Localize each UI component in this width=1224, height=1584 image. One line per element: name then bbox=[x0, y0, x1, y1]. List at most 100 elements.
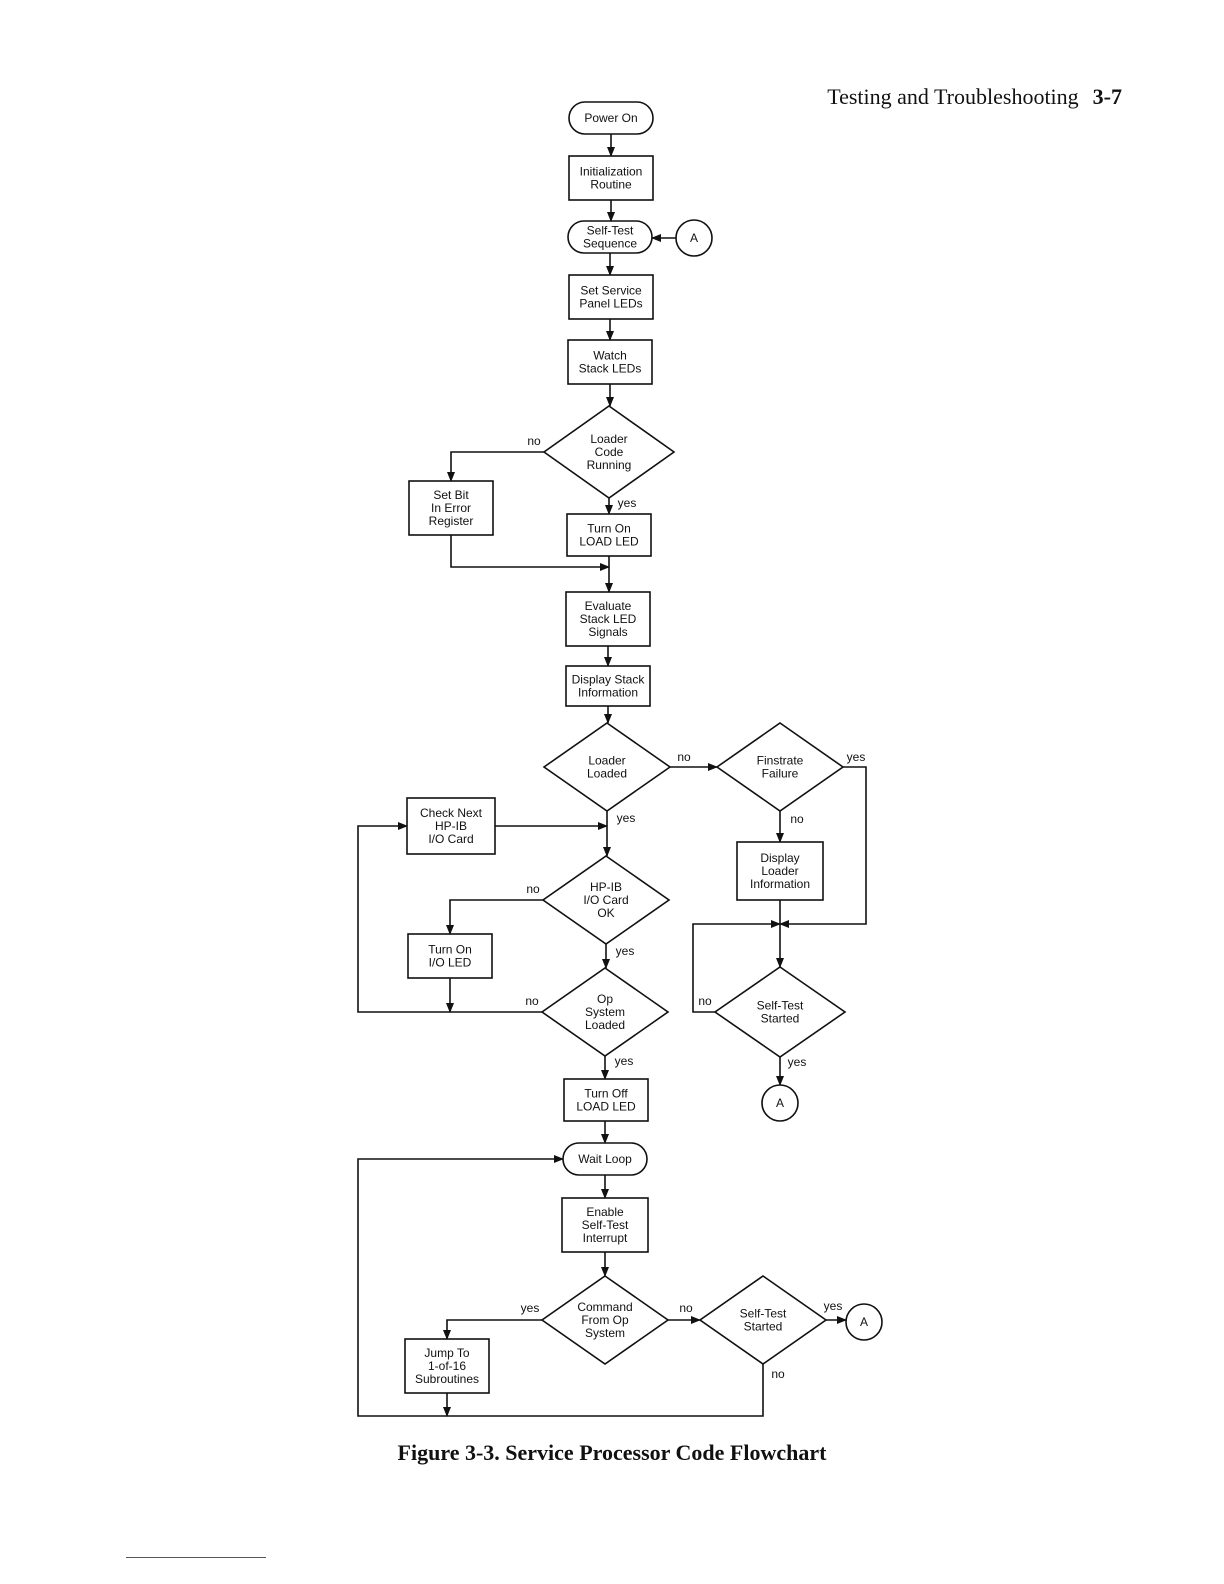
loader-running-decision bbox=[542, 405, 676, 499]
flow-edge bbox=[446, 899, 543, 935]
flow-edge bbox=[357, 1155, 764, 1417]
section-title: Testing and Troubleshooting bbox=[827, 84, 1079, 109]
loader-running-text: Loader bbox=[590, 432, 627, 446]
watch-stack-box bbox=[567, 339, 653, 385]
loader-running-text: Running bbox=[587, 458, 632, 472]
edge-label-yes: yes bbox=[615, 1054, 634, 1068]
set-bit-text: Set Bit bbox=[433, 488, 469, 502]
flow-edge bbox=[357, 822, 542, 1013]
evaluate-text: Stack LED bbox=[580, 612, 637, 626]
figure-caption: Figure 3-3. Service Processor Code Flowc… bbox=[397, 1440, 827, 1465]
enable-interrupt-text: Interrupt bbox=[583, 1231, 628, 1245]
hpib-ok-text: I/O Card bbox=[583, 893, 628, 907]
check-next-text: I/O Card bbox=[428, 832, 473, 846]
flow-edge bbox=[443, 1319, 542, 1340]
command-from-op-text: System bbox=[585, 1326, 625, 1340]
self-test-seq-text: Sequence bbox=[583, 237, 637, 251]
display-stack-box bbox=[565, 665, 651, 707]
display-loader-box bbox=[736, 841, 824, 901]
display-loader-text: Display bbox=[760, 851, 799, 865]
flow-edge bbox=[450, 535, 610, 571]
edge-label-no: no bbox=[771, 1367, 785, 1381]
edge-label-yes: yes bbox=[788, 1055, 807, 1069]
power-on-text: Power On bbox=[584, 111, 637, 125]
turn-off-load-text: LOAD LED bbox=[576, 1100, 636, 1114]
set-service-box bbox=[568, 274, 654, 320]
edge-label-yes: yes bbox=[824, 1299, 843, 1313]
self-test-seq-text: Self-Test bbox=[587, 224, 634, 238]
check-next-text: Check Next bbox=[420, 806, 483, 820]
edge-label-yes: yes bbox=[618, 496, 637, 510]
check-next-box bbox=[406, 797, 496, 855]
turn-off-load-text: Turn Off bbox=[584, 1087, 628, 1101]
edge-label-no: no bbox=[525, 994, 539, 1008]
wait-loop-text: Wait Loop bbox=[578, 1152, 632, 1166]
enable-interrupt-text: Self-Test bbox=[582, 1218, 629, 1232]
edge-label-no: no bbox=[790, 812, 804, 826]
edge-label-yes: yes bbox=[617, 811, 636, 825]
loader-loaded-text: Loaded bbox=[587, 767, 627, 781]
self-test-started-2-text: Started bbox=[744, 1320, 783, 1334]
edge-label-no: no bbox=[679, 1301, 693, 1315]
turn-on-io-text: Turn On bbox=[428, 943, 472, 957]
self-test-started-2-decision bbox=[698, 1275, 828, 1365]
init-box bbox=[568, 155, 654, 201]
edge-label-no: no bbox=[527, 434, 541, 448]
edge-label-yes: yes bbox=[847, 750, 866, 764]
page-number: 3-7 bbox=[1092, 84, 1122, 109]
evaluate-text: Evaluate bbox=[585, 599, 632, 613]
hpib-ok-text: HP-IB bbox=[590, 880, 622, 894]
connector-a-label: A bbox=[776, 1096, 784, 1110]
set-service-text: Set Service bbox=[580, 284, 642, 298]
display-stack-text: Display Stack bbox=[572, 673, 646, 687]
evaluate-box bbox=[565, 591, 651, 647]
self-test-started-1-text: Started bbox=[761, 1012, 800, 1026]
command-from-op-decision bbox=[540, 1275, 670, 1365]
op-loaded-decision bbox=[540, 967, 670, 1057]
edge-label-no: no bbox=[698, 994, 712, 1008]
turn-on-load-text: LOAD LED bbox=[579, 535, 639, 549]
set-bit-box bbox=[408, 480, 494, 536]
turn-off-load-box bbox=[563, 1078, 649, 1122]
wait-loop-terminal bbox=[562, 1142, 648, 1176]
jump-to-text: 1-of-16 bbox=[428, 1359, 466, 1373]
edge-label-yes: yes bbox=[616, 944, 635, 958]
turn-on-io-box bbox=[407, 933, 493, 979]
loader-loaded-decision bbox=[542, 722, 672, 812]
flow-edge bbox=[779, 766, 867, 928]
set-bit-text: Register bbox=[429, 514, 474, 528]
footer-rule bbox=[126, 1557, 266, 1558]
finstrate-text: Finstrate bbox=[757, 754, 804, 768]
self-test-started-1-decision bbox=[713, 966, 847, 1058]
hpib-ok-text: OK bbox=[597, 906, 614, 920]
edge-label-no: no bbox=[677, 750, 691, 764]
turn-on-load-box bbox=[566, 513, 652, 557]
hpib-ok-decision bbox=[541, 855, 671, 945]
display-loader-text: Loader bbox=[761, 864, 798, 878]
connector-a-3 bbox=[845, 1303, 883, 1341]
op-loaded-text: Op bbox=[597, 992, 613, 1006]
turn-on-load-text: Turn On bbox=[587, 522, 631, 536]
check-next-text: HP-IB bbox=[435, 819, 467, 833]
connector-a-label: A bbox=[690, 231, 698, 245]
page-header: Testing and Troubleshooting 3-7 bbox=[827, 84, 1122, 110]
evaluate-text: Signals bbox=[588, 625, 627, 639]
finstrate-decision bbox=[715, 722, 845, 812]
self-test-seq-terminal bbox=[567, 220, 653, 254]
jump-to-text: Subroutines bbox=[415, 1372, 479, 1386]
jump-to-text: Jump To bbox=[424, 1346, 469, 1360]
finstrate-text: Failure bbox=[762, 767, 799, 781]
watch-stack-text: Watch bbox=[593, 349, 627, 363]
self-test-started-1-text: Self-Test bbox=[757, 999, 804, 1013]
connector-a-2 bbox=[761, 1084, 799, 1122]
op-loaded-text: Loaded bbox=[585, 1018, 625, 1032]
command-from-op-text: From Op bbox=[581, 1313, 629, 1327]
display-stack-text: Information bbox=[578, 686, 638, 700]
self-test-started-2-text: Self-Test bbox=[740, 1307, 787, 1321]
enable-interrupt-text: Enable bbox=[586, 1205, 624, 1219]
op-loaded-text: System bbox=[585, 1005, 625, 1019]
power-on-terminal bbox=[568, 101, 654, 135]
connector-a-1 bbox=[675, 219, 713, 257]
set-bit-text: In Error bbox=[431, 501, 471, 515]
